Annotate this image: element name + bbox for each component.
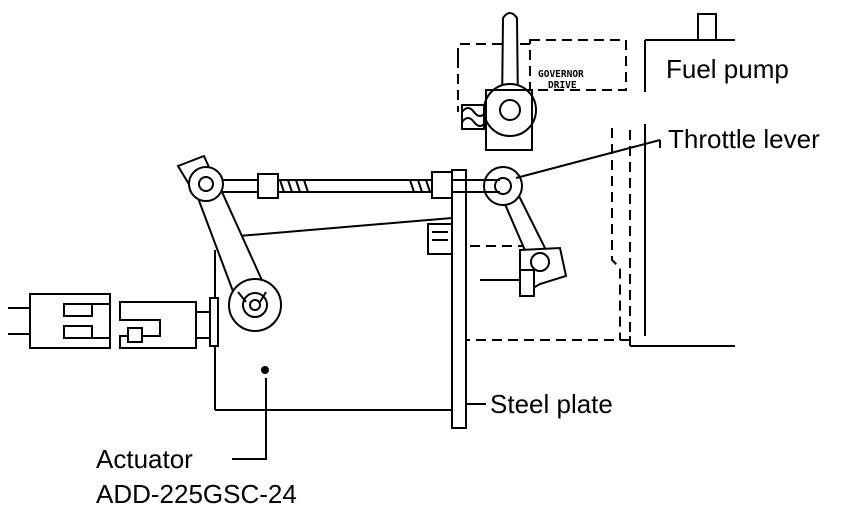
connector-part <box>8 293 219 349</box>
label-fuel-pump: Fuel pump <box>666 54 789 84</box>
leader-lines <box>232 139 661 460</box>
governor-drive <box>457 39 631 341</box>
label-steel-plate: Steel plate <box>490 389 613 419</box>
governor-spring <box>461 104 487 130</box>
actuator-arm <box>176 154 282 332</box>
label-actuator: Actuator <box>96 444 193 474</box>
actuator-body <box>214 217 453 411</box>
label-actuator-model: ADD-225GSC-24 <box>96 479 297 509</box>
linkage-rod <box>215 171 500 199</box>
governor-label: GOVERNOR DRIVE <box>538 69 584 91</box>
throttle-lever-part <box>483 166 568 297</box>
svg-text:DRIVE: DRIVE <box>548 80 577 91</box>
label-throttle-lever: Throttle lever <box>668 124 820 154</box>
svg-text:GOVERNOR: GOVERNOR <box>538 69 584 80</box>
governor-lever <box>483 12 537 151</box>
steel-plate-part <box>427 169 467 429</box>
fuel-pump-housing <box>629 13 735 347</box>
